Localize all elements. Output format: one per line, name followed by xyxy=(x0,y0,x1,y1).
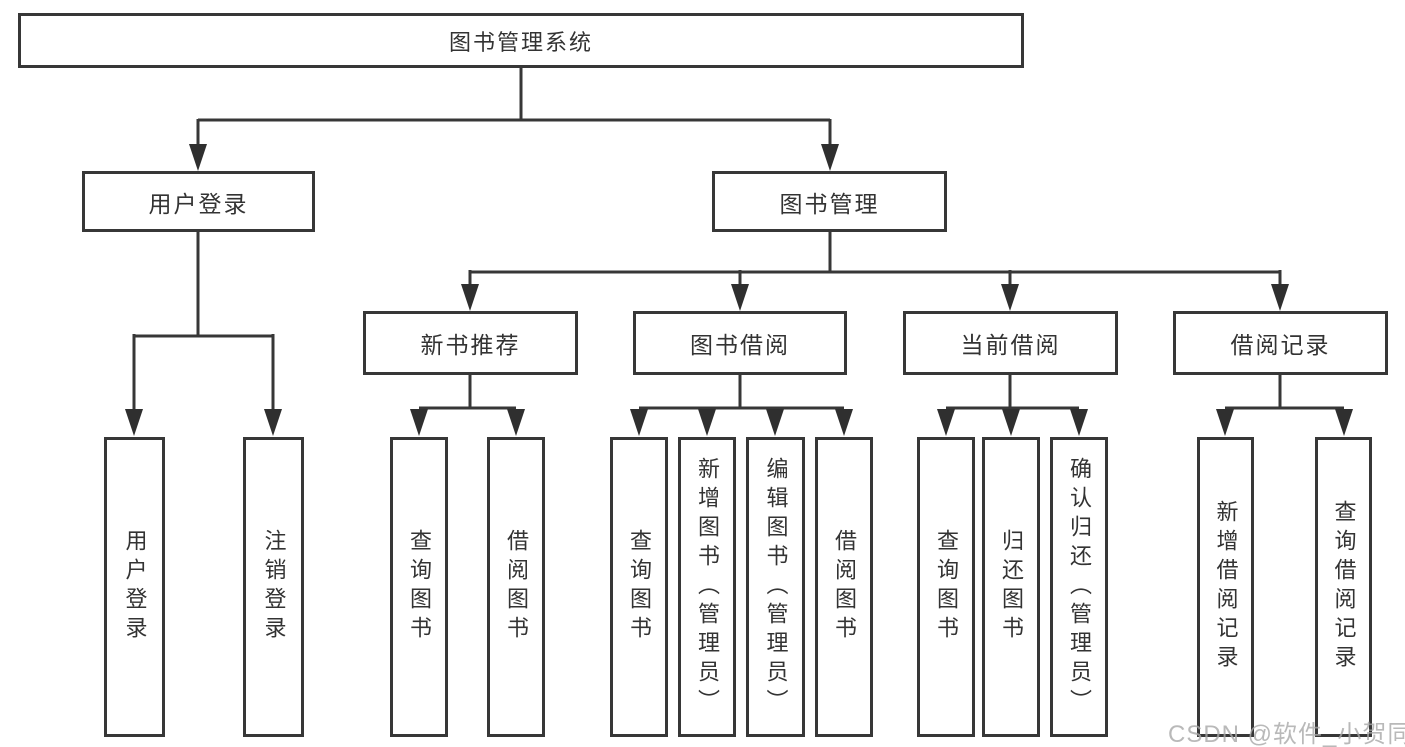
node-new-book-recommend-label: 新书推荐 xyxy=(420,332,521,358)
leaf-user-login-label: 用户登录 xyxy=(122,529,148,645)
leaf-return-books: 归还图书 xyxy=(982,437,1040,737)
leaf-query-borrow-record: 查询借阅记录 xyxy=(1315,437,1372,737)
leaf-logout: 注销登录 xyxy=(243,437,304,737)
leaf-borrow-books-recommend: 借阅图书 xyxy=(487,437,545,737)
leaf-query-books-borrowing-label: 查询图书 xyxy=(627,529,652,645)
leaf-query-books-current-label: 查询图书 xyxy=(934,529,959,645)
node-borrow-records: 借阅记录 xyxy=(1173,311,1388,375)
leaf-return-books-label: 归还图书 xyxy=(999,529,1024,645)
leaf-logout-label: 注销登录 xyxy=(261,529,287,645)
node-library-system: 图书管理系统 xyxy=(18,13,1024,68)
leaf-query-books-current: 查询图书 xyxy=(917,437,975,737)
leaf-add-borrow-record: 新增借阅记录 xyxy=(1197,437,1254,737)
leaf-query-books-recommend: 查询图书 xyxy=(390,437,448,737)
leaf-query-books-recommend-label: 查询图书 xyxy=(407,529,432,645)
node-user-login: 用户登录 xyxy=(82,171,315,232)
leaf-confirm-return-admin-label: 确认归还（管理员） xyxy=(1067,456,1092,718)
node-borrow-records-label: 借阅记录 xyxy=(1230,332,1331,358)
node-book-borrowing: 图书借阅 xyxy=(633,311,847,375)
node-book-management-label: 图书管理 xyxy=(779,190,880,217)
leaf-edit-book-admin: 编辑图书（管理员） xyxy=(746,437,805,737)
leaf-add-book-admin-label: 新增图书（管理员） xyxy=(695,456,720,718)
node-new-book-recommend: 新书推荐 xyxy=(363,311,578,375)
leaf-query-borrow-record-label: 查询借阅记录 xyxy=(1331,500,1357,674)
leaf-user-login: 用户登录 xyxy=(104,437,165,737)
node-current-borrowing-label: 当前借阅 xyxy=(960,332,1061,358)
leaf-add-book-admin: 新增图书（管理员） xyxy=(678,437,736,737)
leaf-edit-book-admin-label: 编辑图书（管理员） xyxy=(763,456,789,718)
leaf-query-books-borrowing: 查询图书 xyxy=(610,437,668,737)
node-book-borrowing-label: 图书借阅 xyxy=(690,332,790,358)
node-user-login-label: 用户登录 xyxy=(148,190,249,217)
leaf-add-borrow-record-label: 新增借阅记录 xyxy=(1213,500,1239,674)
leaf-borrow-books-borrowing: 借阅图书 xyxy=(815,437,873,737)
leaf-borrow-books-borrowing-label: 借阅图书 xyxy=(832,529,857,645)
leaf-borrow-books-recommend-label: 借阅图书 xyxy=(504,529,529,645)
node-book-management: 图书管理 xyxy=(712,171,947,232)
node-current-borrowing: 当前借阅 xyxy=(903,311,1118,375)
leaf-confirm-return-admin: 确认归还（管理员） xyxy=(1050,437,1108,737)
node-library-system-label: 图书管理系统 xyxy=(448,29,593,55)
